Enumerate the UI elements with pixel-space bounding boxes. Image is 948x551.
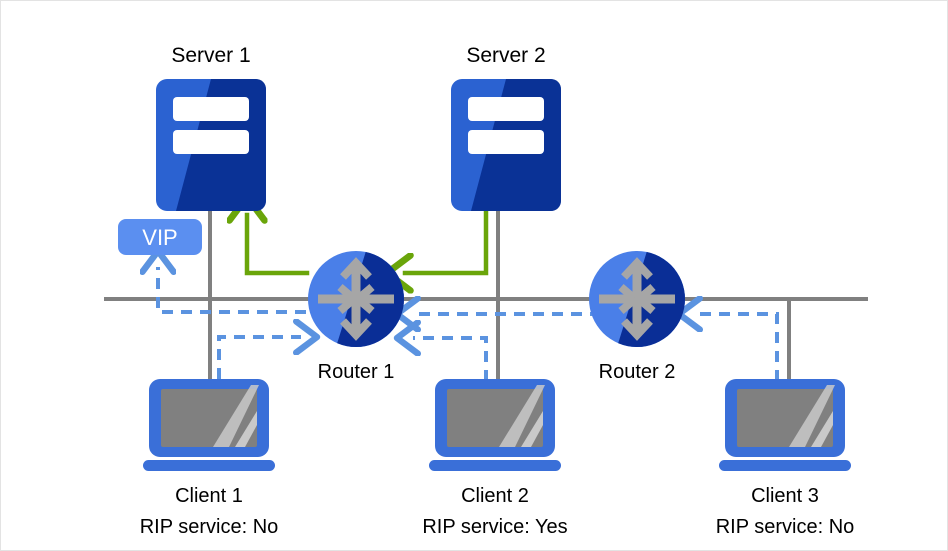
vip-badge[interactable] <box>118 219 202 255</box>
client-3-rip-label: RIP service: No <box>715 516 855 538</box>
dashed-flow-paths <box>158 267 779 381</box>
client-3-label: Client 3 <box>751 485 819 507</box>
dashed-flow-client3-to-router2 <box>695 314 779 381</box>
green-flow-server2-to-router1 <box>405 210 489 273</box>
client-3-icon[interactable] <box>719 379 851 471</box>
green-flow-path <box>247 210 489 276</box>
server-1-icon[interactable] <box>156 79 266 211</box>
dashed-flow-client2-to-router1 <box>413 338 488 381</box>
client-2-icon[interactable] <box>429 379 561 471</box>
client-1-rip-label: RIP service: No <box>139 516 279 538</box>
router-2-label: Router 2 <box>598 361 676 383</box>
client-2-rip-label: RIP service: Yes <box>422 516 568 538</box>
server-2-icon[interactable] <box>451 79 561 211</box>
client-2-label: Client 2 <box>461 485 529 507</box>
green-flow-router1-to-server1 <box>247 215 310 276</box>
client-1-icon[interactable] <box>143 379 275 471</box>
router-1-label: Router 1 <box>317 361 395 383</box>
dashed-flow-router1-to-vip <box>158 267 306 314</box>
server-2-label: Server 2 <box>466 44 546 67</box>
dashed-flow-client1-to-router1 <box>217 337 301 379</box>
vip-badge-label: VIP <box>142 225 178 250</box>
client-1-label: Client 1 <box>175 485 243 507</box>
server-1-label: Server 1 <box>171 44 251 67</box>
